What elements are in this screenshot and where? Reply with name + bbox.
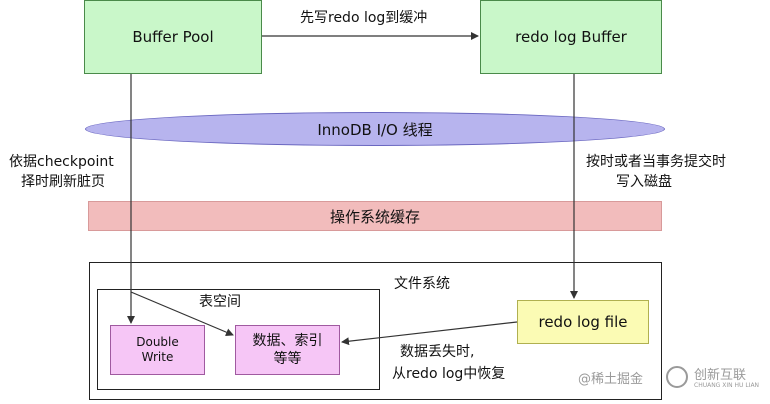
arrow-to-data-index <box>130 291 234 336</box>
redo-log-file-node: redo log file <box>517 300 649 344</box>
innodb-io-thread: InnoDB I/O 线程 <box>85 112 665 146</box>
commit-label-1: 按时或者当事务提交时 <box>586 154 726 170</box>
checkpoint-label-2: 择时刷新脏页 <box>21 174 105 190</box>
commit-label-2: 写入磁盘 <box>616 174 672 190</box>
buffer-pool-node: Buffer Pool <box>84 0 262 74</box>
tablespace-label: 表空间 <box>199 294 241 310</box>
logo-text-cn: 创新互联 <box>694 368 747 383</box>
data-index-line1: 数据、索引 <box>252 333 323 349</box>
file-system-container <box>89 262 662 400</box>
arrow-redo-file-to-data <box>341 321 518 346</box>
tablespace-container <box>97 289 380 390</box>
double-write-line1: Double <box>136 335 179 349</box>
recover-label-1: 数据丢失时, <box>400 344 475 360</box>
data-index-line2: 等等 <box>273 351 302 367</box>
innodb-io-label: InnoDB I/O 线程 <box>317 120 433 139</box>
os-cache-label: 操作系统缓存 <box>329 207 420 226</box>
double-write-node: Double Write <box>110 325 205 375</box>
chuangxin-logo: 创新互联 CHUANG XIN HU LIAN <box>666 362 766 398</box>
os-cache-bar: 操作系统缓存 <box>88 201 662 231</box>
checkpoint-label-1: 依据checkpoint <box>9 154 114 170</box>
file-system-label: 文件系统 <box>394 276 450 292</box>
juejin-watermark: @稀土掘金 <box>578 372 644 387</box>
redo-log-buffer-label: redo log Buffer <box>515 28 627 46</box>
buffer-pool-label: Buffer Pool <box>132 28 214 46</box>
redo-log-file-label: redo log file <box>538 313 628 331</box>
write-redo-first-label: 先写redo log到缓冲 <box>300 10 428 26</box>
double-write-line2: Write <box>141 350 174 364</box>
data-index-node: 数据、索引 等等 <box>235 325 340 375</box>
logo-icon <box>666 366 688 388</box>
logo-text-en: CHUANG XIN HU LIAN <box>694 382 760 389</box>
redo-log-buffer-node: redo log Buffer <box>480 0 662 74</box>
recover-label-2: 从redo log中恢复 <box>392 366 506 382</box>
